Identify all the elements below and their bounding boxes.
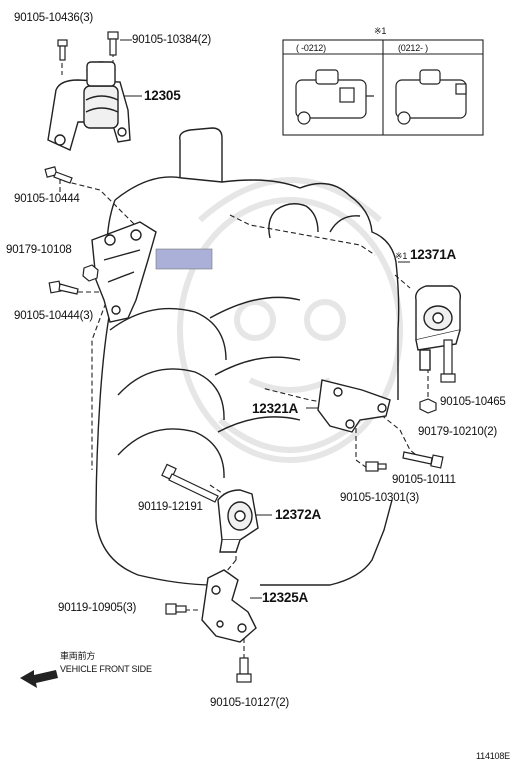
label-12371A: 12371A <box>410 247 457 262</box>
label-90105-10444: 90105-10444 <box>14 193 80 205</box>
bolt-90105-10465-graphic <box>440 339 456 383</box>
direction-english: VEHICLE FRONT SIDE <box>60 664 152 674</box>
inset-mark: ※1 <box>374 26 387 36</box>
mount-12372A-graphic <box>217 489 259 553</box>
mount-12305-graphic <box>47 61 131 151</box>
label-12371A-mark: ※1 <box>395 251 408 261</box>
bracket-12325A-graphic <box>201 569 257 643</box>
inset-col2-header: (0212- ) <box>398 43 428 53</box>
label-90105-10127: 90105-10127(2) <box>210 697 290 709</box>
bolt-90105-10436-graphic <box>57 39 68 61</box>
label-12372A: 12372A <box>275 507 322 522</box>
direction-japanese: 車両前方 <box>60 651 96 661</box>
label-12321A: 12321A <box>252 401 299 416</box>
bracket-highlight <box>155 248 213 270</box>
label-12325A: 12325A <box>262 590 309 605</box>
label-90105-10436: 90105-10436(3) <box>14 12 94 24</box>
bolt-90105-10444-graphic <box>44 166 73 184</box>
bolt-90119-10905-graphic <box>165 603 187 615</box>
label-90105-10465: 90105-10465 <box>440 396 506 408</box>
label-90179-10108: 90179-10108 <box>6 244 72 256</box>
bracket-12321A-graphic <box>317 379 391 433</box>
bolt-90119-12191-graphic <box>161 463 219 503</box>
label-90179-10210: 90179-10210(2) <box>418 426 498 438</box>
bolt-90105-10111-graphic <box>402 451 444 469</box>
label-90105-10384: 90105-10384(2) <box>132 34 212 46</box>
inset-mount-old <box>295 69 374 125</box>
bolt-90105-10384-graphic <box>107 31 119 56</box>
label-90105-10301: 90105-10301(3) <box>340 492 420 504</box>
bolt-90105-10444-3-graphic <box>48 280 79 295</box>
label-90119-10905: 90119-10905(3) <box>58 602 137 614</box>
mount-12371A-graphic <box>415 285 462 371</box>
label-12305: 12305 <box>144 88 181 103</box>
label-90119-12191: 90119-12191 <box>138 501 203 513</box>
label-90105-10111: 90105-10111 <box>392 474 456 486</box>
nut-90179-10108-graphic <box>82 264 99 282</box>
leader-lines <box>59 52 449 660</box>
bolt-90105-10301-graphic <box>365 461 387 472</box>
figure-id: 114108E <box>476 751 510 761</box>
nut-90179-10210-graphic <box>419 398 437 414</box>
front-direction-arrow-icon <box>20 670 58 688</box>
inset-col1-header: ( -0212) <box>296 43 326 53</box>
bracket-graphic <box>91 221 157 323</box>
bolt-90105-10127-graphic <box>236 657 252 683</box>
label-90105-10444-3: 90105-10444(3) <box>14 310 94 322</box>
inset-mount-new <box>395 69 467 125</box>
